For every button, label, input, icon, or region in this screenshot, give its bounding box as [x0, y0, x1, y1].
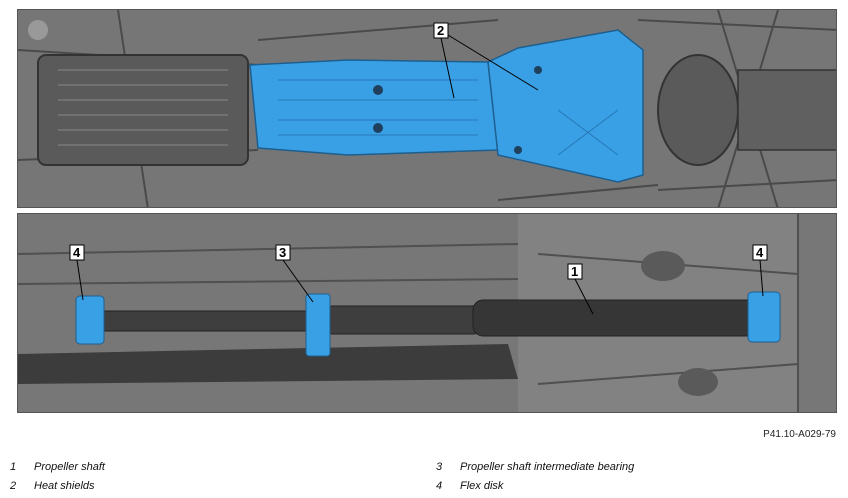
sill-dark-panel [18, 344, 518, 384]
legend-label: Propeller shaft intermediate bearing [460, 460, 635, 473]
callout-4-rear: 4 [752, 244, 768, 297]
heat-shield-front [249, 59, 499, 156]
heat-shield-fasteners [373, 66, 542, 154]
propeller-shaft-illustration: 4 3 1 4 [18, 214, 836, 412]
callout-2: 2 [433, 22, 539, 99]
legend-item: 2 Heat shields [10, 476, 105, 495]
legend-item: 1 Propeller shaft [10, 457, 105, 476]
heat-shield-embossing [278, 79, 619, 156]
figure-reference-code: P41.10-A029-79 [763, 429, 836, 440]
flex-disk-rear [747, 291, 781, 343]
transmission-detail [58, 69, 228, 146]
callout-4-front: 4 [69, 244, 85, 301]
callout-3-number: 3 [279, 245, 286, 260]
flex-disk-front [75, 295, 105, 345]
legend-column-left: 1 Propeller shaft 2 Heat shields [10, 457, 105, 495]
legend-label: Propeller shaft [34, 460, 105, 473]
heat-shield-illustration: 2 [18, 10, 836, 207]
legend-number: 4 [436, 479, 443, 492]
legend-number: 3 [436, 460, 443, 473]
intermediate-bearing [305, 293, 331, 357]
underbody-view-heat-shields: 2 [17, 9, 837, 208]
rear-shaft-tube [472, 299, 764, 337]
legend-number: 1 [10, 460, 17, 473]
legend-item: 4 Flex disk [436, 476, 634, 495]
callout-1-number: 1 [571, 264, 578, 279]
legend-label: Flex disk [460, 479, 504, 492]
shaft-joint-section [327, 305, 479, 335]
callout-4-front-number: 4 [73, 245, 81, 260]
callout-4-rear-number: 4 [756, 245, 764, 260]
rear-differential [657, 54, 739, 166]
heat-shield-rear [487, 29, 644, 183]
legend-column-right: 3 Propeller shaft intermediate bearing 4… [436, 457, 634, 495]
underbody-view-propeller-shaft: 4 3 1 4 [17, 213, 837, 413]
callout-3: 3 [275, 244, 314, 303]
rear-axle-carrier [737, 69, 836, 151]
callout-2-number: 2 [437, 23, 444, 38]
front-shaft-section [87, 310, 329, 332]
transmission-housing [37, 54, 249, 166]
legend-label: Heat shields [34, 479, 95, 492]
legend-item: 3 Propeller shaft intermediate bearing [436, 457, 634, 476]
callout-1: 1 [567, 263, 594, 315]
corner-bolt [28, 20, 48, 40]
vent-mesh-upper [641, 251, 685, 281]
legend-number: 2 [10, 479, 17, 492]
vent-mesh-lower [678, 368, 718, 396]
